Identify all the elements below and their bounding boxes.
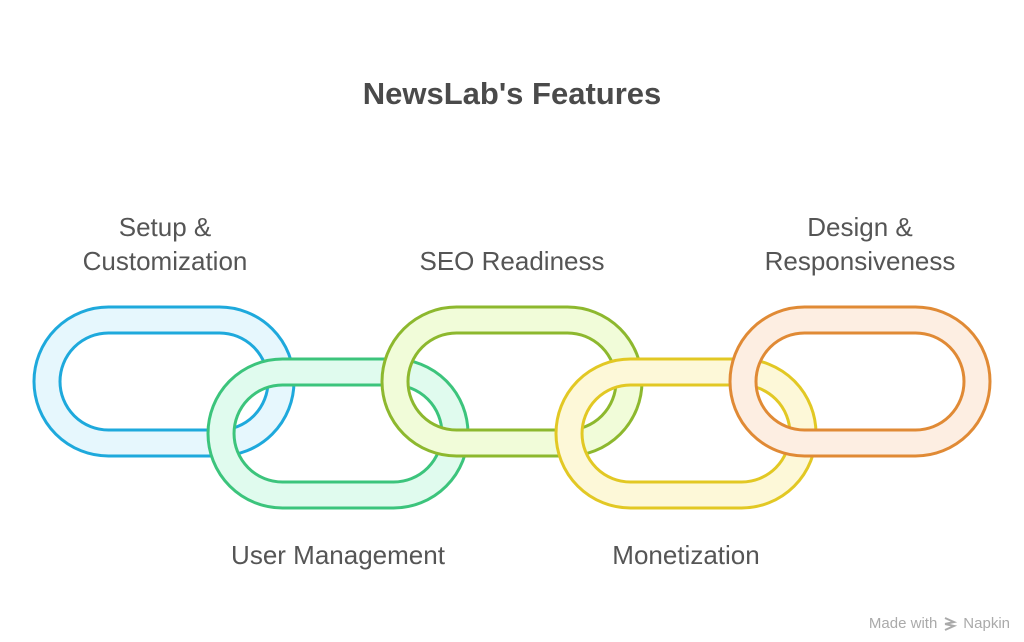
label-line: Customization [82, 246, 248, 276]
label-setup-customization: Setup & Customization [40, 210, 290, 278]
chain-link-design [728, 305, 992, 458]
credit-prefix: Made with [868, 615, 938, 632]
label-line: Setup & [118, 212, 212, 242]
chain-link-user-management [206, 357, 470, 510]
label-seo-readiness: SEO Readiness [419, 246, 605, 276]
chain-link-monetization [554, 357, 818, 510]
credit-brand: Napkin [963, 615, 1010, 632]
label-user-management: User Management [231, 540, 445, 570]
label-monetization: Monetization [612, 540, 760, 570]
napkin-logo-icon [944, 616, 958, 631]
label-line: Responsiveness [764, 246, 956, 276]
label-line: Design & [807, 212, 913, 242]
diagram-title: NewsLab's Features [362, 76, 662, 111]
label-design-responsiveness: Design & Responsiveness [730, 210, 990, 278]
napkin-credit: Made with Napkin [869, 615, 1010, 632]
